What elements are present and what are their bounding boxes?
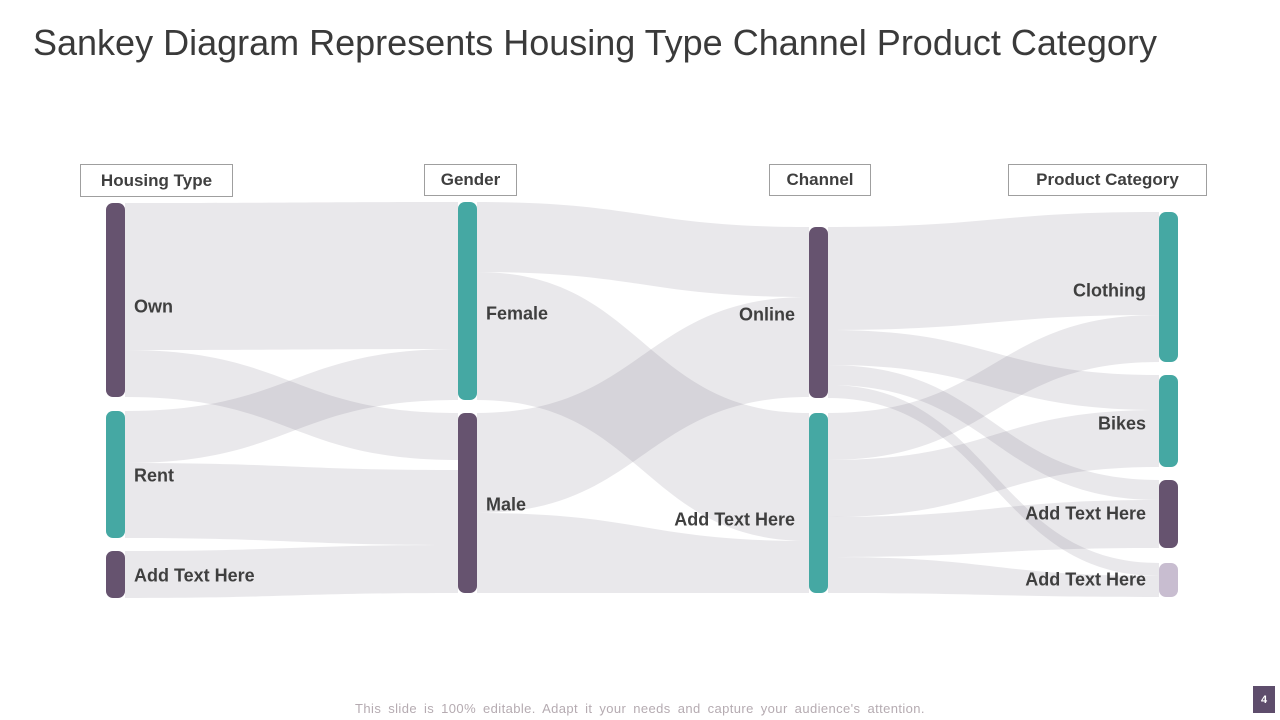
- column-header-product-category: Product Category: [1008, 164, 1207, 196]
- node-label-gender-male: Male: [486, 494, 527, 515]
- node-gender-female: [458, 202, 477, 400]
- page-number-badge: 4: [1253, 686, 1275, 713]
- flow-rent-to-male: [125, 463, 458, 545]
- node-label-product-category-clothing: Clothing: [1073, 280, 1146, 301]
- slide-title: Sankey Diagram Represents Housing Type C…: [33, 22, 1157, 63]
- node-product-category-clothing: [1159, 212, 1178, 362]
- flow-female-to-add-text-here: [477, 272, 809, 541]
- node-gender-male: [458, 413, 477, 593]
- node-housing-type-rent: [106, 411, 125, 538]
- flow-online-to-add-text-here: [828, 385, 1159, 576]
- flow-add-text-here-to-clothing: [828, 315, 1159, 460]
- flow-male-to-add-text-here: [477, 513, 809, 593]
- node-product-category-add-text-here: [1159, 480, 1178, 548]
- column-header-housing-type: Housing Type: [80, 164, 233, 197]
- flow-own-to-female: [125, 202, 458, 350]
- flow-add-text-here-to-add-text-here: [828, 557, 1159, 597]
- flow-add-text-here-to-add-text-here: [828, 500, 1159, 557]
- column-header-gender: Gender: [424, 164, 517, 196]
- node-housing-type-own: [106, 203, 125, 397]
- footer-note: This slide is 100% editable. Adapt it yo…: [355, 701, 925, 716]
- node-label-channel-add-text-here: Add Text Here: [674, 509, 795, 530]
- column-header-channel: Channel: [769, 164, 871, 196]
- node-label-housing-type-add-text-here: Add Text Here: [134, 565, 255, 586]
- node-channel-add-text-here: [809, 413, 828, 593]
- flow-rent-to-female: [125, 349, 458, 463]
- flow-male-to-online: [477, 297, 809, 513]
- node-label-channel-online: Online: [738, 304, 795, 325]
- node-product-category-add-text-here: [1159, 563, 1178, 597]
- node-housing-type-add-text-here: [106, 551, 125, 598]
- node-product-category-bikes: [1159, 375, 1178, 467]
- flow-own-to-male: [125, 350, 458, 460]
- node-channel-online: [809, 227, 828, 398]
- node-label-housing-type-own: Own: [134, 296, 173, 317]
- flow-online-to-add-text-here: [828, 365, 1159, 500]
- node-label-product-category-bikes: Bikes: [1097, 413, 1146, 434]
- flow-online-to-bikes: [828, 330, 1159, 410]
- node-label-product-category-add-text-here: Add Text Here: [1025, 503, 1146, 524]
- node-label-housing-type-rent: Rent: [134, 465, 174, 486]
- flow-add-text-here-to-bikes: [828, 410, 1159, 517]
- flow-online-to-clothing: [828, 212, 1159, 330]
- node-label-product-category-add-text-here: Add Text Here: [1025, 569, 1146, 590]
- flow-add-text-here-to-male: [125, 545, 458, 598]
- flow-female-to-online: [477, 202, 809, 297]
- node-label-gender-female: Female: [486, 303, 549, 324]
